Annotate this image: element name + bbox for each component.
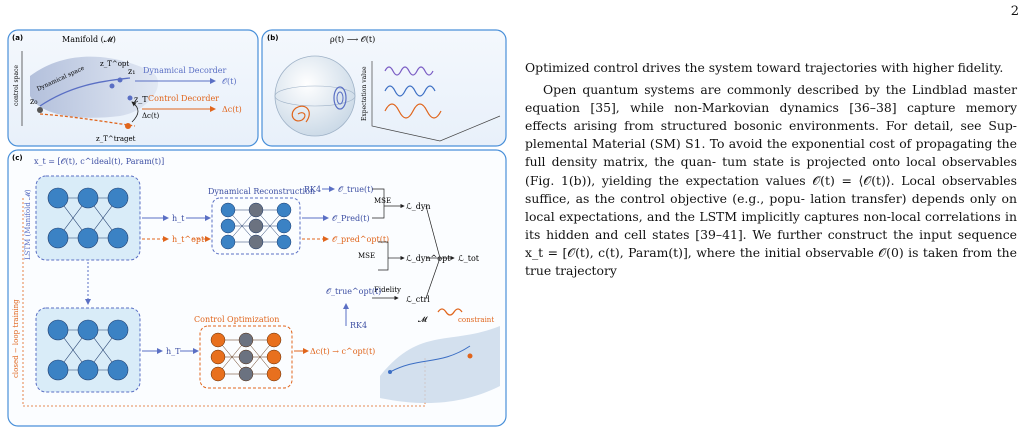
dynamical-reconstruction-label: Dynamical Reconstruction bbox=[208, 187, 315, 196]
rk4-top-label: RK4 bbox=[304, 185, 321, 194]
blue-spiral bbox=[333, 86, 347, 110]
zt-opt-label: z_T^opt bbox=[100, 60, 129, 68]
p2-line-1: Open quantum systems are commonly descri… bbox=[543, 82, 880, 98]
p2-line-2: the Lindblad master equation [35], while… bbox=[525, 82, 1017, 116]
dynamical-decoder-label: Dynamical Decorder bbox=[143, 66, 226, 75]
manifold-symbol: 𝓜 bbox=[418, 315, 428, 324]
z1-point bbox=[109, 83, 115, 89]
control-optimization-label: Control Optimization bbox=[194, 315, 279, 324]
l-tot-label: ℒ_tot bbox=[458, 254, 480, 263]
output-dc-label: Δc(t) bbox=[222, 105, 242, 114]
orange-spiral bbox=[291, 105, 310, 123]
panel-b: (b) ρ(t) ⟶ 𝒪(t) Expectation value bbox=[261, 29, 507, 147]
zt-point bbox=[127, 95, 133, 101]
zt-target-point bbox=[125, 123, 131, 129]
l-dyn-label: ℒ_dyn bbox=[406, 202, 431, 211]
control-space-label: control space bbox=[13, 65, 20, 106]
mse-2-label: MSE bbox=[358, 252, 375, 260]
lstm-label: LSTM (Manifold 𝓜) bbox=[24, 189, 32, 260]
panel-b-label: (b) bbox=[267, 34, 278, 42]
reconstruction-block bbox=[211, 197, 301, 255]
o-true-label: 𝒪_true(t) bbox=[338, 185, 373, 194]
lstm-network-bottom bbox=[47, 319, 129, 381]
lstm-network-top bbox=[47, 187, 129, 249]
p2-line-11: the LSTM implicitly captures non-local c… bbox=[525, 208, 1017, 242]
p2-line-13: input sequence x_t = [𝒪(t), c(t), Param(… bbox=[525, 226, 1017, 260]
manifold-surface bbox=[30, 56, 159, 118]
paragraph-1: Optimized control drives the system towa… bbox=[525, 60, 1004, 75]
constraint-label: constraint bbox=[458, 316, 494, 324]
p2-line-4: structured bosonic environments. For det… bbox=[660, 118, 1017, 134]
h-T-label: h_T bbox=[166, 347, 181, 356]
p2-line-6: cost of propagating the full density mat… bbox=[525, 136, 1017, 170]
l-ctrl-label: ℒ_ctrl bbox=[406, 295, 430, 304]
manifold-surface-small bbox=[380, 326, 500, 403]
constraint-squiggle bbox=[437, 308, 463, 316]
l-dyn-opt-label: ℒ_dyn^opt bbox=[406, 254, 451, 263]
panel-c: (c) x_t = [𝒪(t), c^ideal(t), Param(t)] L… bbox=[7, 149, 507, 427]
output-o-label: 𝒪(t) bbox=[222, 77, 237, 86]
delta-c-label: Δc(t) bbox=[142, 112, 160, 120]
p2-line-10: lation transfer) depends only on local e… bbox=[525, 190, 1017, 224]
control-network bbox=[210, 332, 282, 382]
p2-line-8: yielding the expectation values 𝒪(t) = ⟨… bbox=[601, 172, 936, 188]
expectation-value-label: Expectation value bbox=[361, 66, 368, 121]
p2-line-9: observables suffice, as the control obje… bbox=[525, 172, 1017, 206]
control-optimization-block bbox=[199, 325, 293, 389]
figure-1: (a) Manifold (𝓜) control space Dynamical… bbox=[0, 26, 510, 428]
o-pred-label: 𝒪_Pred(t) bbox=[332, 214, 370, 223]
z0-point bbox=[37, 107, 43, 113]
p2-line-3: dynamics [36–38] capture memory effects … bbox=[525, 100, 1017, 134]
panel-c-label: (c) bbox=[12, 154, 23, 162]
zt-target-label: z_T^traget bbox=[96, 135, 136, 143]
panel-a-label: (a) bbox=[12, 34, 23, 42]
delta-c-output-label: Δc(t) → c^opt(t) bbox=[310, 347, 375, 356]
body-text-column: Optimized control drives the system towa… bbox=[525, 59, 1017, 280]
control-trajectory bbox=[39, 113, 136, 127]
loop-path bbox=[22, 198, 426, 407]
h-t-label: h_t bbox=[172, 214, 185, 223]
wave-purple bbox=[384, 66, 434, 76]
page-number: 2 bbox=[1010, 4, 1019, 19]
h-t-opt-label: h_t^opt bbox=[172, 235, 205, 244]
z0-label: z₀ bbox=[30, 97, 37, 106]
p2-line-7: tum state is projected onto local observ… bbox=[525, 154, 1017, 188]
manifold-label: Manifold (𝓜) bbox=[62, 35, 116, 44]
o-true-opt-label: 𝒪_true^opt(t) bbox=[326, 287, 381, 296]
control-decoder-label: Control Decorder bbox=[148, 94, 219, 103]
p2-line-5: plemental Material (SM) S1. To avoid the… bbox=[525, 136, 865, 152]
rho-mapping: ρ(t) ⟶ 𝒪(t) bbox=[330, 35, 375, 44]
mse-1-label: MSE bbox=[374, 197, 391, 205]
o-pred-opt-label: 𝒪_pred^opt(t) bbox=[332, 235, 389, 244]
wave-blue bbox=[384, 85, 436, 97]
panel-a: (a) Manifold (𝓜) control space Dynamical… bbox=[7, 29, 259, 147]
loop-label: closed − loop training bbox=[12, 299, 20, 378]
p2-line-14: initial observable 𝒪(0) is taken from th… bbox=[525, 244, 1017, 279]
paragraph-2: Open quantum systems are commonly descri… bbox=[525, 81, 1017, 280]
rk4-bottom-label: RK4 bbox=[350, 321, 367, 330]
fidelity-label: Fidelity bbox=[374, 286, 401, 294]
wave-orange bbox=[384, 103, 442, 119]
z1-label: z₁ bbox=[128, 67, 135, 76]
reconstruction-network bbox=[220, 202, 292, 250]
plot-axes bbox=[371, 61, 501, 142]
input-sequence: x_t = [𝒪(t), c^ideal(t), Param(t)] bbox=[34, 157, 164, 166]
p2-line-12: hidden and cell states [39–41]. We furth… bbox=[546, 226, 914, 242]
zt-label: z_T bbox=[134, 95, 148, 104]
zt-opt-point bbox=[117, 77, 123, 83]
